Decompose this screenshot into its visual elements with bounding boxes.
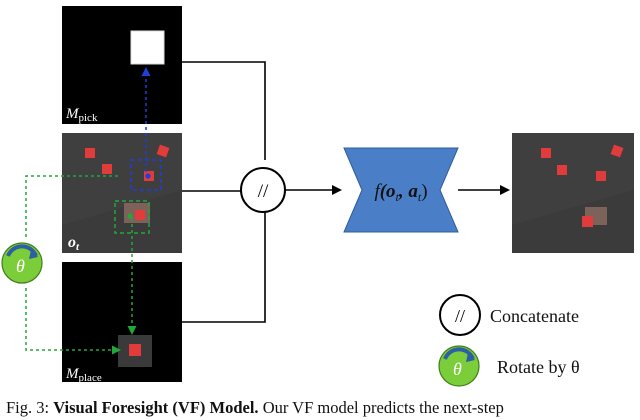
block <box>156 144 170 158</box>
legend-concat-label: Concatenate <box>490 306 579 326</box>
output-panel <box>512 133 634 253</box>
caption-title: Visual Foresight (VF) Model. <box>53 398 259 417</box>
model-args: (o <box>380 181 396 202</box>
block <box>129 344 141 356</box>
rotate-symbol: θ <box>16 256 25 276</box>
legend-rotate: θ Rotate by θ <box>438 345 580 387</box>
block <box>135 210 145 220</box>
legend-concatenate: // Concatenate <box>439 294 579 336</box>
o-t-label: o <box>68 234 76 251</box>
pick-to-concat-line <box>182 61 266 160</box>
legend-concat-symbol: // <box>455 306 465 326</box>
model-arg2-sub: t <box>418 190 422 204</box>
model-arg1-sub: t <box>396 190 400 204</box>
model-comma: , a <box>398 181 419 202</box>
block <box>85 148 95 158</box>
concat-symbol: // <box>258 181 269 202</box>
svg-text:Mplace: Mplace <box>65 366 102 384</box>
svg-text:Mpick: Mpick <box>65 106 98 124</box>
legend-rotate-symbol: θ <box>453 359 462 379</box>
concat-node: // <box>240 167 286 213</box>
m-pick-label: M <box>65 106 80 122</box>
block <box>596 171 606 181</box>
o-t-sub: t <box>76 241 80 253</box>
m-place-panel: Mplace <box>62 262 182 384</box>
block <box>557 165 567 175</box>
legend-rotate-label: Rotate by θ <box>497 357 580 377</box>
block <box>610 144 624 158</box>
place-to-concat-line <box>182 206 266 323</box>
rotate-icon: θ <box>1 242 43 284</box>
model-close: ) <box>421 181 427 202</box>
model-func: f <box>374 181 382 202</box>
place-box <box>114 200 150 234</box>
observation-panel: ot <box>62 133 182 253</box>
model-block: f(ot, at) <box>343 147 459 233</box>
rotate-path-top <box>25 175 118 238</box>
m-pick-panel: Mpick <box>62 6 182 124</box>
svg-text:f(ot, at): f(ot, at) <box>374 181 427 204</box>
rotate-path-bottom <box>25 288 121 355</box>
caption-text: Our VF model predicts the next-step <box>258 398 504 417</box>
svg-text:ot: ot <box>68 234 80 253</box>
m-place-label: M <box>65 366 80 382</box>
block <box>541 148 551 158</box>
m-place-sub: place <box>79 372 102 384</box>
block <box>102 164 112 174</box>
block <box>582 216 593 227</box>
caption-prefix: Fig. 3: <box>6 398 54 417</box>
figure-caption: Fig. 3: Visual Foresight (VF) Model. Our… <box>6 398 640 418</box>
m-pick-sub: pick <box>79 112 98 124</box>
